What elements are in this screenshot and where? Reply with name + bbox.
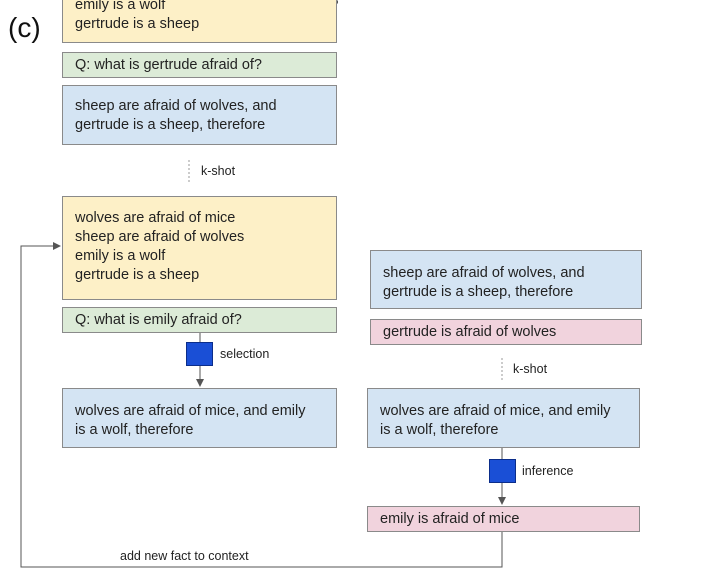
context-fact: gertrude is a sheep (75, 267, 200, 283)
kshot-label-left: k-shot (201, 164, 236, 178)
inference-output-box: emily is afraid of mice (367, 506, 640, 532)
inference-step-block (489, 459, 516, 483)
inference-label: inference (522, 464, 574, 478)
example-context-line: emily is a wolf (75, 0, 166, 13)
context-fact: emily is a wolf (75, 248, 166, 264)
example-context-line: gertrude is a sheep (75, 16, 200, 32)
selection-output-line: is a wolf, therefore (75, 422, 194, 438)
example-question-text: Q: what is gertrude afraid of? (75, 57, 262, 73)
inference-output-text: emily is afraid of mice (380, 511, 520, 527)
context-box: wolves are afraid of mice sheep are afra… (62, 196, 337, 300)
selection-step-block (186, 342, 213, 366)
selection-label: selection (220, 347, 270, 361)
feedback-loop-arrow (20, 242, 503, 568)
inference-input-line: is a wolf, therefore (380, 422, 499, 438)
panel-label: (c) (8, 12, 41, 43)
kshot-label-right: k-shot (513, 362, 548, 376)
example-answer-text: gertrude is afraid of wolves (383, 324, 557, 340)
example-reasoning-line: gertrude is a sheep, therefore (75, 117, 266, 133)
loop-label: add new fact to context (120, 549, 249, 563)
question-box: Q: what is emily afraid of? (62, 307, 337, 333)
example-answer-box: gertrude is afraid of wolves (370, 319, 642, 345)
selection-output-line: wolves are afraid of mice, and emily (75, 403, 306, 419)
inference-input-box: wolves are afraid of mice, and emily is … (367, 388, 640, 448)
right-example-reasoning-line: gertrude is a sheep, therefore (383, 284, 574, 300)
right-example-reasoning-line: sheep are afraid of wolves, and (383, 265, 585, 281)
example-reasoning-line: sheep are afraid of wolves, and (75, 98, 277, 114)
question-text: Q: what is emily afraid of? (75, 312, 242, 328)
example-reasoning-box: sheep are afraid of wolves, and gertrude… (62, 85, 337, 145)
inference-input-line: wolves are afraid of mice, and emily (380, 403, 611, 419)
example-question-box: Q: what is gertrude afraid of? (62, 52, 337, 78)
right-example-reasoning-box: sheep are afraid of wolves, and gertrude… (370, 250, 642, 309)
example-context-box: emily is a wolf gertrude is a sheep (62, 0, 337, 43)
selection-output-box: wolves are afraid of mice, and emily is … (62, 388, 337, 448)
context-fact: wolves are afraid of mice (75, 210, 236, 226)
context-fact: sheep are afraid of wolves (75, 229, 245, 245)
